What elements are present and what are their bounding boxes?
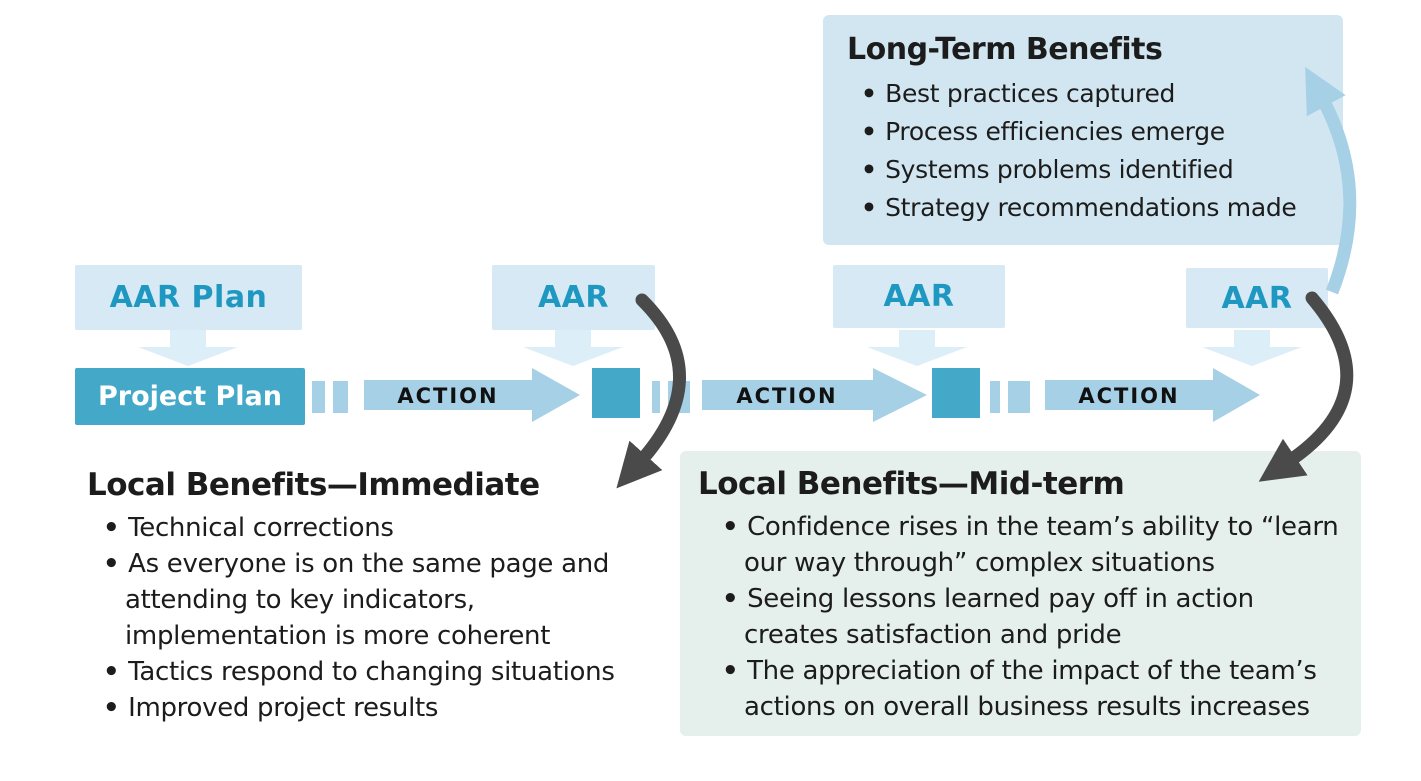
mid-term-bullet: Confidence rises in the team’s ability t… [722,509,1345,581]
aar-plan-box: AAR Plan [75,265,302,330]
immediate-bullet: Improved project results [103,690,623,726]
immediate-benefits-list: Technical corrections As everyone is on … [87,510,623,726]
long-term-benefits-list: Best practices captured Process efficien… [847,75,1327,227]
mid-term-benefits-title: Local Benefits—Mid-term [698,466,1125,502]
long-term-benefits-title: Long-Term Benefits [847,32,1163,67]
aar-box-2: AAR [833,265,1005,328]
mid-term-benefits-box: Local Benefits—Mid-term Confidence rises… [680,451,1361,736]
aar-plan-label: AAR Plan [109,280,268,315]
long-term-bullet: Best practices captured [861,75,1327,113]
mid-term-bullet: The appreciation of the impact of the te… [722,653,1345,725]
aar-label: AAR [883,279,955,314]
mid-term-benefits-list: Confidence rises in the team’s ability t… [698,509,1345,725]
aar-label: AAR [537,280,610,315]
project-plan-label: Project Plan [97,381,283,412]
immediate-benefits-section: Local Benefits—Immediate Technical corre… [87,466,647,726]
aar-label: AAR [1221,280,1293,316]
immediate-bullet: Tactics respond to changing situations [103,654,623,690]
aar-milestone-square [592,368,640,418]
long-term-bullet: Strategy recommendations made [861,189,1327,227]
immediate-bullet: Technical corrections [103,510,623,546]
aar-milestone-square [932,368,980,418]
immediate-bullet: As everyone is on the same page and atte… [103,546,623,654]
long-term-benefits-box: Long-Term Benefits Best practices captur… [823,15,1343,245]
aar-box-3: AAR [1186,268,1328,328]
long-term-bullet: Process efficiencies emerge [861,113,1327,151]
immediate-benefits-title: Local Benefits—Immediate [87,467,540,503]
long-term-bullet: Systems problems identified [861,151,1327,189]
project-plan-box: Project Plan [75,368,305,425]
aar-box-1: AAR [492,265,655,330]
mid-term-bullet: Seeing lessons learned pay off in action… [722,581,1345,653]
